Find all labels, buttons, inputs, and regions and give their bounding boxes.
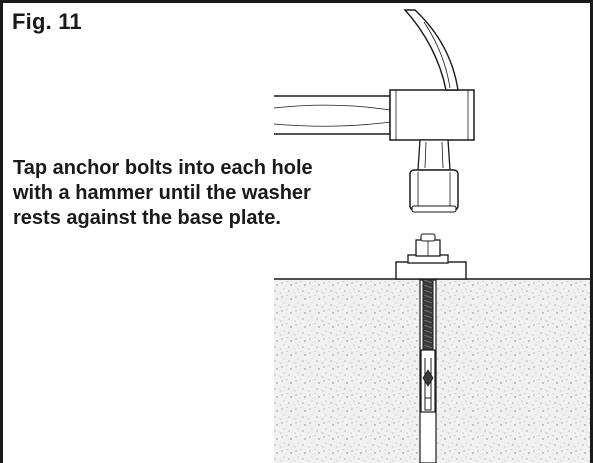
nut (415, 233, 441, 257)
base-plate (395, 261, 467, 280)
expansion-sleeve (420, 349, 436, 413)
hammer (273, 9, 475, 213)
instruction-text: Tap anchor bolts into each hole with a h… (13, 156, 353, 231)
figure-label: Fig. 11 (12, 9, 82, 34)
instruction-line-1: Tap anchor bolts into each hole (13, 157, 313, 179)
instruction-line-2: with a hammer until the washer (13, 182, 311, 204)
instruction-line-3: rests against the base plate. (13, 207, 281, 229)
